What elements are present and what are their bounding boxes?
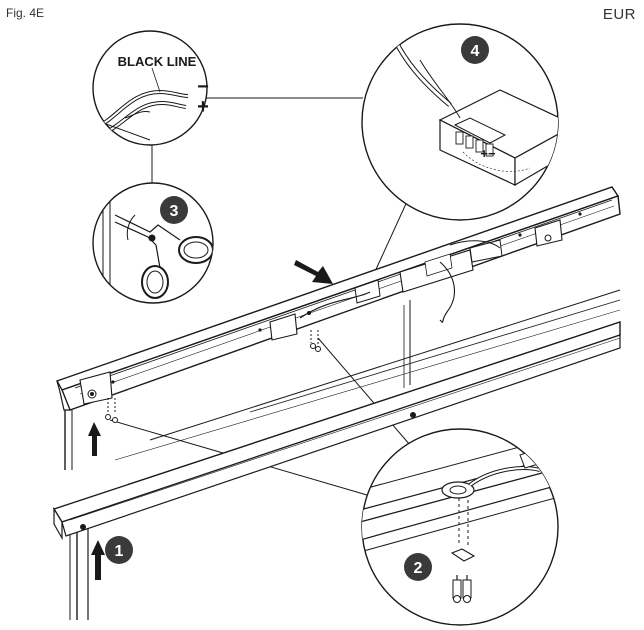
step-number-3: 3 [170, 203, 179, 220]
plus-sign: + [197, 96, 209, 118]
step-badge-3: 3 [160, 196, 188, 224]
step-number-4: 4 [471, 43, 480, 60]
step-badge-4: 4 [461, 36, 489, 64]
terminal-polarity-label: +− [480, 146, 496, 161]
up-arrow-bracket [91, 540, 105, 580]
terminal-block-detail [392, 38, 558, 187]
region-label: EUR [602, 6, 636, 23]
figure-label: Fig. 4E [6, 6, 45, 20]
pointer-arrow [294, 260, 333, 284]
callout-circle-wire [92, 30, 208, 146]
wire-label: BLACK LINE [118, 54, 197, 69]
step-badge-2: 2 [404, 553, 432, 581]
lintel-bracket [52, 289, 621, 541]
wire-label-leader [151, 67, 161, 93]
motor-rail [55, 186, 621, 411]
step-badge-1: 1 [105, 536, 133, 564]
up-arrow-rail [88, 422, 101, 456]
mounting-screws [105, 330, 321, 423]
step-number-1: 1 [115, 543, 124, 560]
step-number-2: 2 [414, 560, 423, 577]
minus-sign: − [197, 76, 209, 98]
wire-cutter-detail [102, 190, 213, 300]
